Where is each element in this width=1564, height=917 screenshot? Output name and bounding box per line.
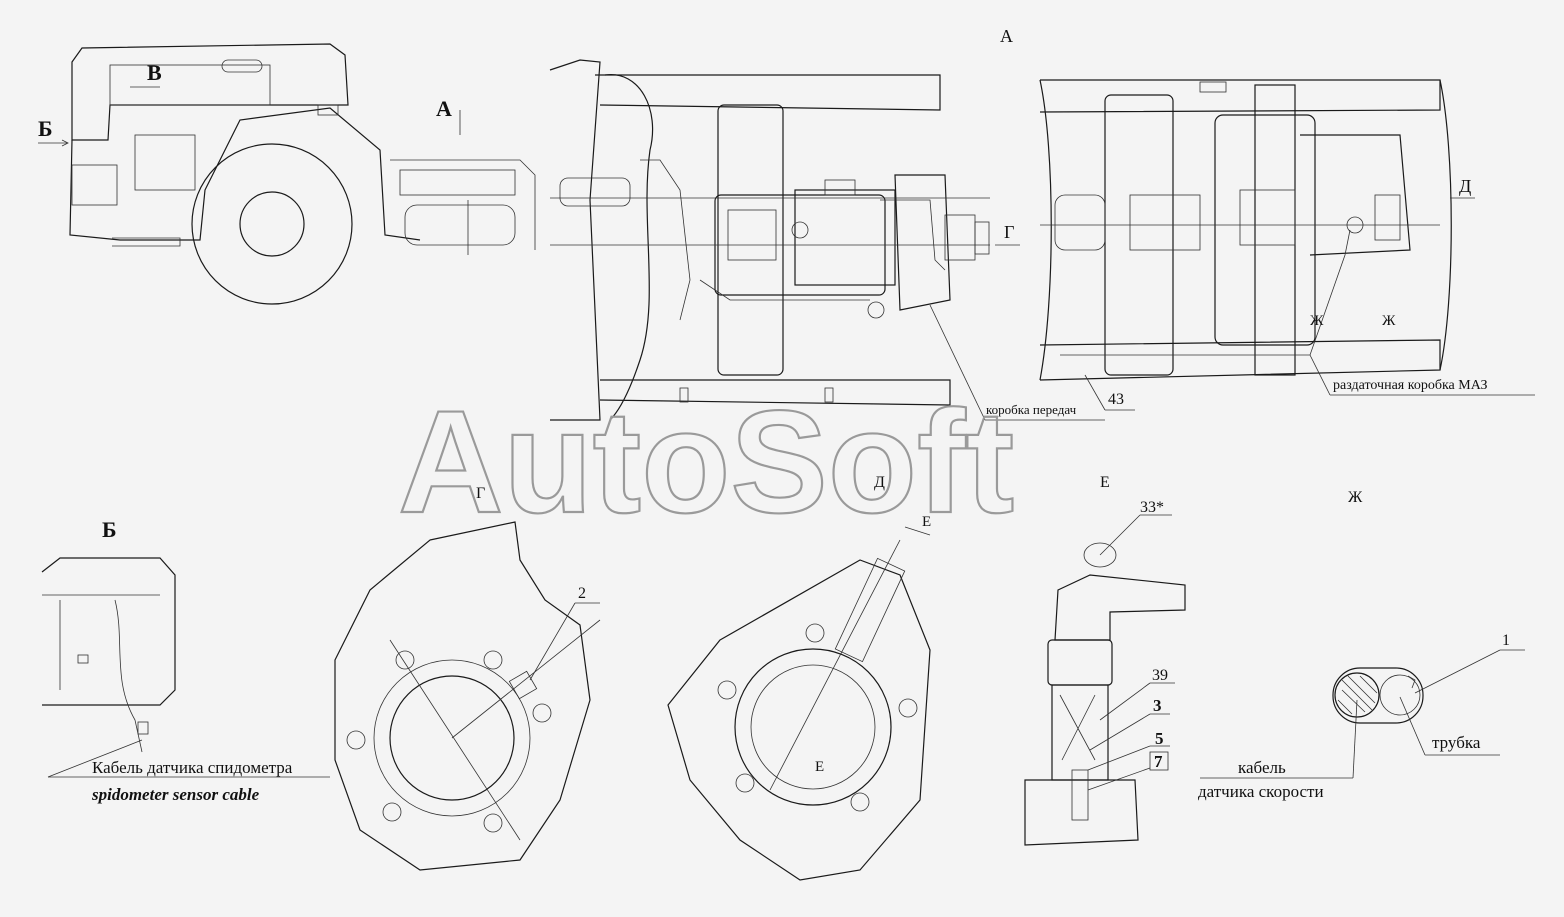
view-arrow-a-label: А — [436, 96, 452, 121]
speed-cable-callout-2: датчика скорости — [1198, 782, 1324, 801]
view-b-title: Б — [102, 517, 117, 542]
view-arrow-b-label: Б — [38, 116, 53, 141]
speed-cable-callout-1: кабель — [1238, 758, 1286, 777]
view-zh-title: Ж — [1348, 489, 1363, 506]
caption-ru: Кабель датчика спидометра — [92, 758, 293, 777]
view-arrow-d-label: Д — [1459, 176, 1471, 196]
callout-43: 43 — [1108, 391, 1124, 408]
callout-1: 1 — [1502, 632, 1510, 649]
section-mark-e-2: Е — [815, 759, 824, 775]
callout-7: 7 — [1154, 752, 1163, 771]
view-arrow-v-label: В — [147, 60, 162, 85]
view-d-title: Д — [874, 474, 885, 491]
tube-callout: трубка — [1432, 733, 1481, 752]
transfer-box-top-view — [1039, 79, 1452, 381]
callout-33: 33* — [1140, 499, 1164, 516]
caption-en: spidometer sensor cable — [91, 785, 260, 804]
view-e-title: Е — [1100, 474, 1110, 491]
view-arrow-g-label: Г — [1004, 222, 1014, 242]
section-mark-zh-2: Ж — [1382, 313, 1396, 329]
view-a-title: А — [1000, 26, 1013, 46]
view-zh-cable-section — [1332, 667, 1424, 724]
gearbox-callout: коробка передач — [986, 402, 1077, 417]
transfer-box-callout: раздаточная коробка МАЗ — [1333, 378, 1487, 393]
watermark: AutoSoft — [398, 380, 1014, 543]
view-g-title: Г — [476, 485, 485, 502]
view-g-flange — [334, 521, 601, 871]
view-e-sensor — [1024, 542, 1186, 846]
callout-3: 3 — [1153, 696, 1162, 715]
view-d-housing — [667, 539, 931, 881]
section-mark-zh-1: Ж — [1310, 313, 1324, 329]
callout-39: 39 — [1152, 667, 1168, 684]
truck-side-view — [69, 43, 536, 305]
callout-5: 5 — [1155, 729, 1164, 748]
gearbox-top-view — [549, 59, 990, 421]
view-b-cab-detail — [41, 557, 176, 753]
callout-2: 2 — [578, 585, 586, 602]
section-mark-e-1: Е — [922, 514, 931, 530]
